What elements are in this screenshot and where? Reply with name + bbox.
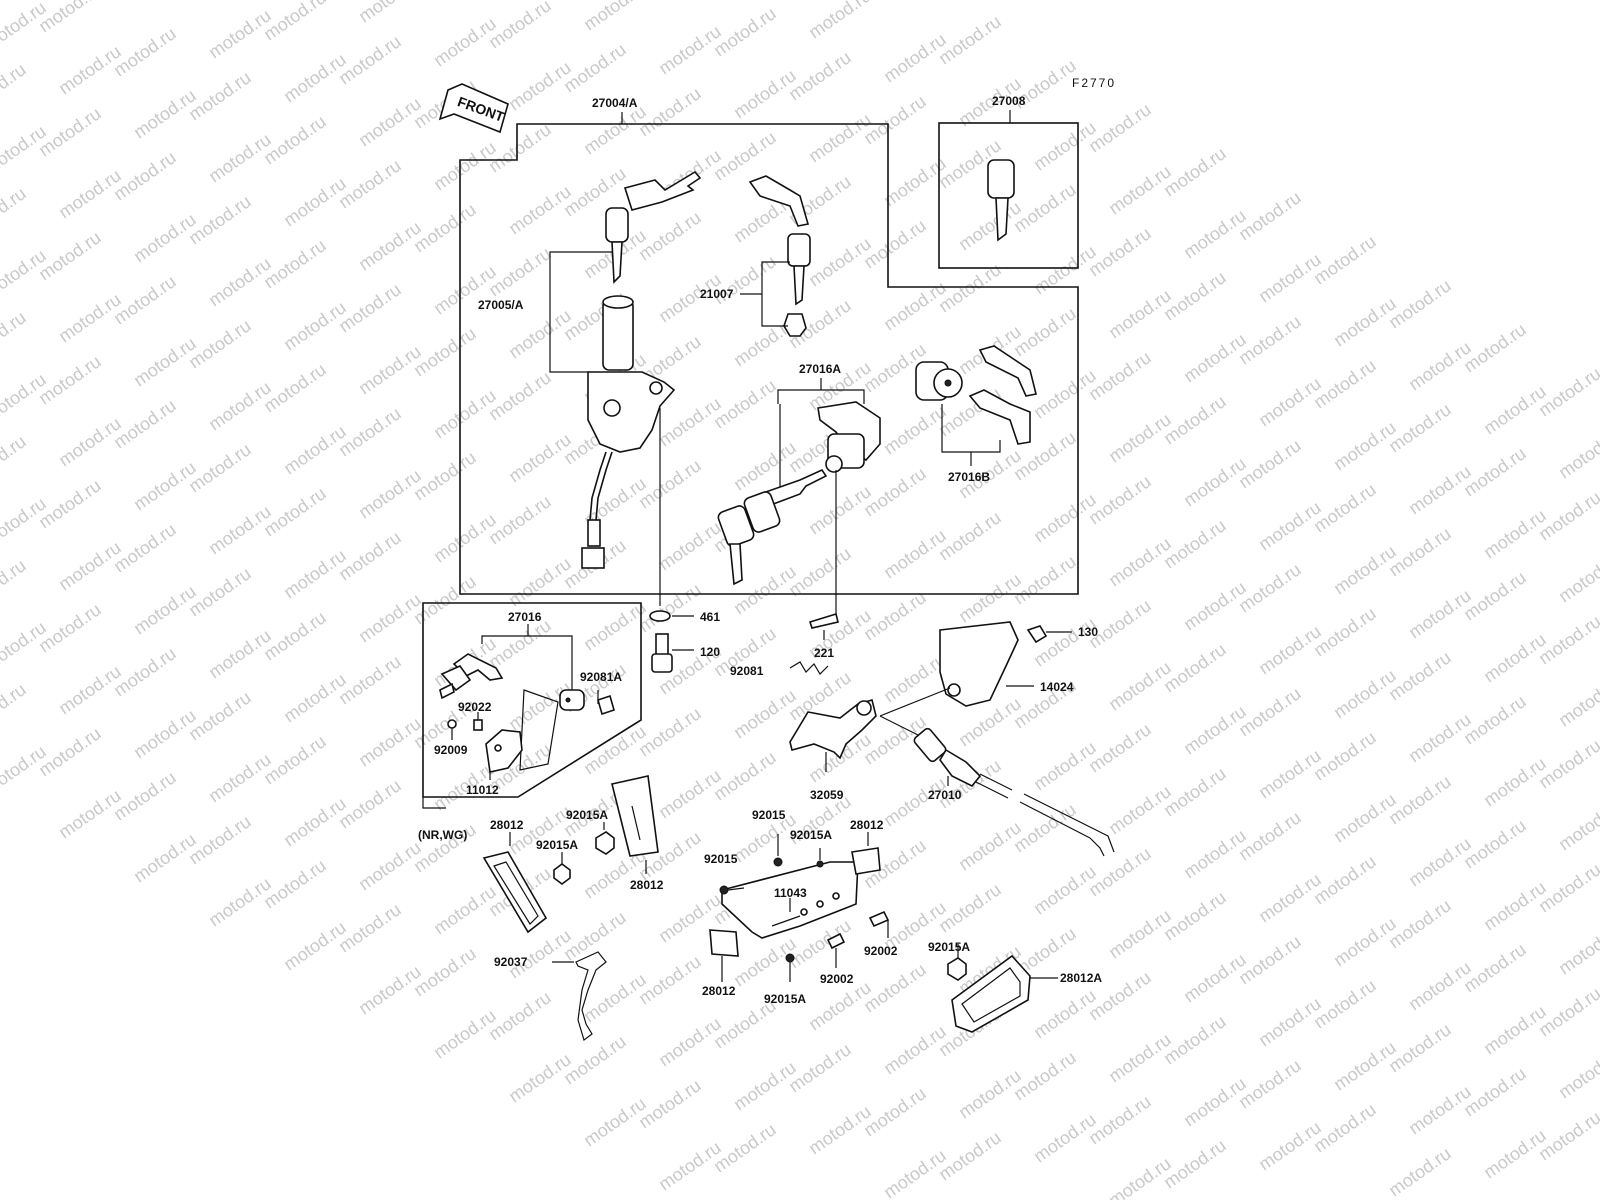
seat-lock-27016a — [717, 401, 881, 586]
screw-92009 — [447, 719, 457, 729]
callout-27016a: 27016A — [799, 362, 842, 376]
assembly-box-27004a — [459, 123, 1079, 595]
callout-92015a-4: 92015A — [764, 992, 807, 1006]
callout-27016b: 27016B — [948, 470, 991, 484]
callout-120: 120 — [700, 645, 721, 659]
nut-92015a-bottom — [785, 953, 795, 963]
callout-92081a: 92081A — [580, 670, 623, 684]
callout-11043: 11043 — [774, 886, 807, 900]
ignition-keys — [605, 170, 702, 284]
callout-92002-lower: 92002 — [820, 972, 854, 986]
callout-28012-mid: 28012 — [630, 878, 664, 892]
nut-92015a-right — [947, 957, 967, 981]
callout-28012-bottom: 28012 — [702, 984, 736, 998]
bolt-120 — [651, 633, 673, 673]
leader-27016 — [481, 635, 573, 690]
key-27008 — [987, 159, 1015, 242]
callout-92037: 92037 — [494, 955, 528, 969]
ignition-switch — [581, 295, 676, 569]
screw-221 — [808, 612, 839, 629]
bracket-32059 — [789, 699, 877, 760]
screw-92002-lower — [826, 932, 846, 950]
key-set-21007 — [748, 175, 811, 337]
screw-92002-right — [868, 910, 890, 928]
callout-27005a: 27005/A — [478, 298, 524, 312]
callout-32059: 32059 — [810, 788, 844, 802]
callout-nrwg: (NR,WG) — [418, 828, 468, 842]
front-arrow: FRONT — [438, 83, 509, 134]
key-set-27016 — [439, 653, 615, 716]
callout-11012: 11012 — [466, 783, 499, 797]
nut-92022 — [473, 719, 483, 731]
leader-21007 — [761, 261, 790, 327]
screw-130 — [1026, 625, 1072, 644]
callout-92015-1: 92015 — [752, 808, 786, 822]
callout-92015a-3: 92015A — [790, 828, 833, 842]
plate-28012-right — [851, 847, 881, 875]
figure-code: F2770 — [1072, 76, 1117, 90]
callout-14024: 14024 — [1040, 680, 1074, 694]
leader-27005a — [549, 251, 612, 373]
callout-92015a-1: 92015A — [566, 808, 609, 822]
callout-92022: 92022 — [458, 700, 492, 714]
nut-92015a-upper — [816, 860, 824, 868]
callout-92015-2: 92015 — [704, 852, 738, 866]
reflector-28012-mid — [611, 775, 659, 857]
callout-28012a: 28012A — [1060, 971, 1103, 985]
clip-92037 — [575, 951, 607, 1041]
spring-92081 — [789, 661, 829, 675]
callout-21007: 21007 — [700, 287, 734, 301]
cable-27010 — [879, 687, 1115, 857]
assembly-box-nrwg — [422, 602, 642, 798]
callout-27008: 27008 — [992, 94, 1026, 108]
nut-92015a-mid — [595, 831, 615, 855]
nut-92015-upper — [773, 857, 783, 867]
callout-27010: 27010 — [928, 788, 962, 802]
plate-28012-bottom — [709, 929, 739, 957]
helmet-lock-27016b — [915, 345, 1037, 445]
callout-130: 130 — [1078, 625, 1099, 639]
callout-28012-right: 28012 — [850, 818, 884, 832]
reflector-28012-left — [482, 851, 548, 934]
callout-27004a: 27004/A — [592, 96, 638, 110]
callout-28012-left: 28012 — [490, 818, 524, 832]
nut-92015a-left — [553, 863, 571, 885]
bracket-14024 — [939, 621, 1019, 707]
callout-27016: 27016 — [508, 610, 542, 624]
callout-221: 221 — [814, 646, 835, 660]
callout-461: 461 — [700, 610, 721, 624]
nut-92015-lower — [719, 885, 729, 895]
callout-92009: 92009 — [434, 743, 468, 757]
washer-461 — [649, 610, 671, 622]
plate-11012 — [485, 729, 523, 773]
assembly-box-27008 — [938, 122, 1079, 269]
callout-92002-right: 92002 — [864, 944, 898, 958]
reflector-28012a — [951, 954, 1031, 1033]
callout-92015a-5: 92015A — [928, 940, 971, 954]
callout-92015a-2: 92015A — [536, 838, 579, 852]
leader-27016a — [777, 389, 865, 404]
callout-92081: 92081 — [730, 664, 764, 678]
